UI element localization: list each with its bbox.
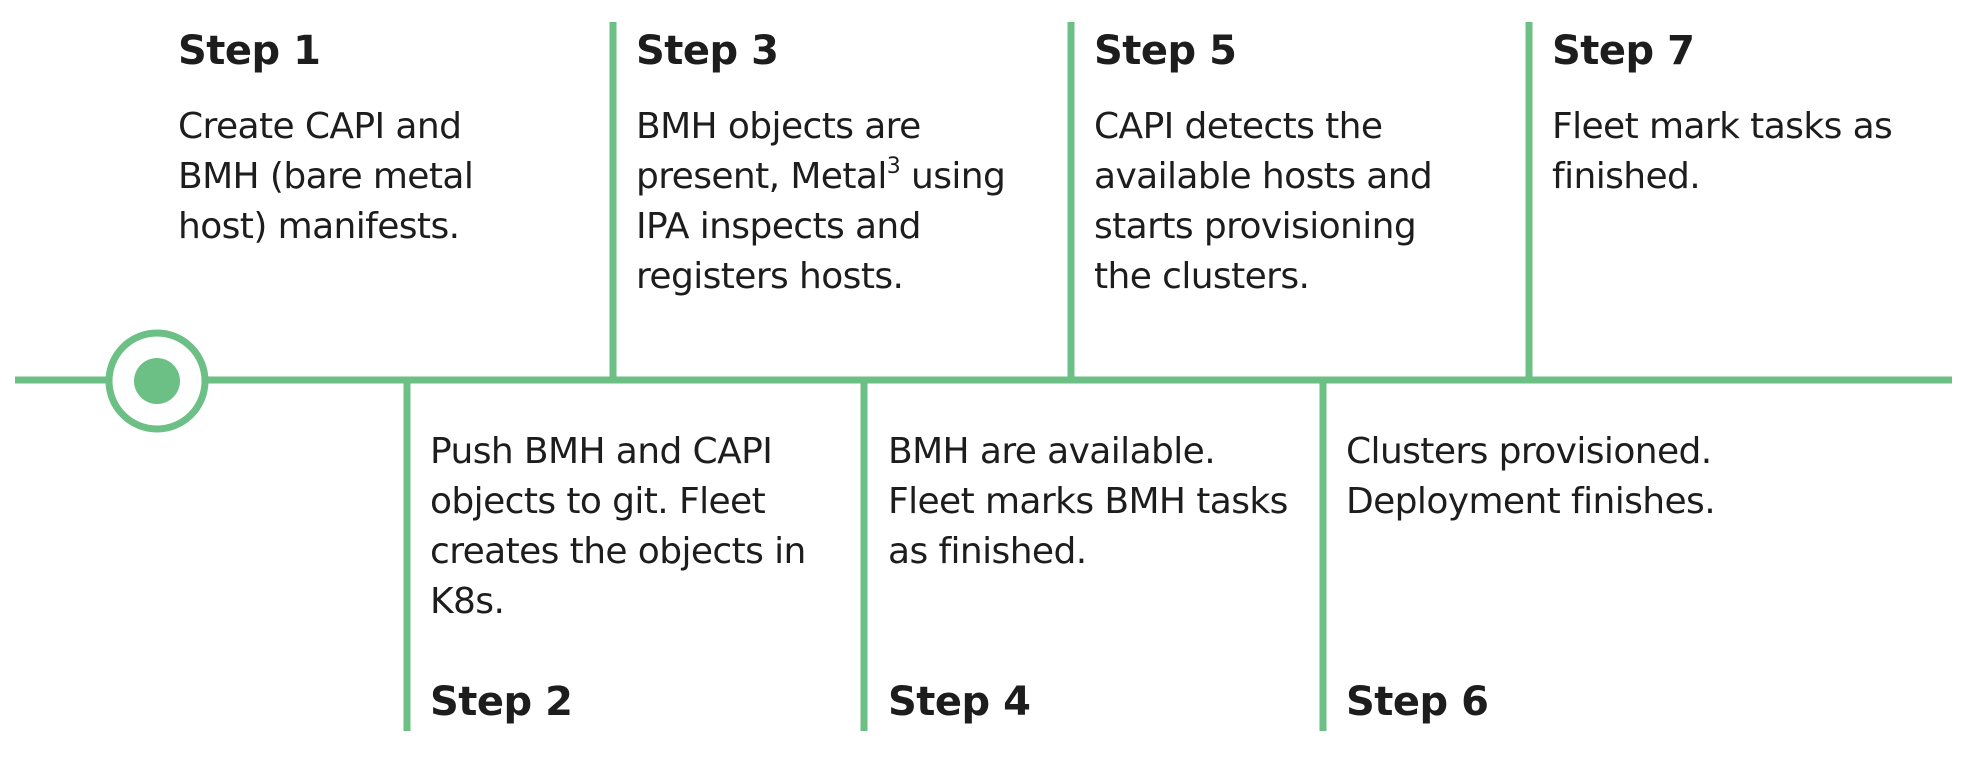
step-6-description: Clusters provisioned. Deployment finishe… (1346, 431, 1716, 522)
step-2: Push BMH and CAPI objects to git. Fleet … (430, 427, 820, 737)
step-3-description: BMH objects are present, Metal3 using IP… (636, 102, 1036, 302)
step-3-description-text-rest: using IPA inspects and registers hosts. (636, 156, 1006, 297)
step-2-description: Push BMH and CAPI objects to git. Fleet … (430, 431, 806, 622)
step-3-title: Step 3 (636, 28, 779, 74)
step-3-description-text: BMH objects are present, Metal (636, 106, 921, 197)
step-7: Step 7 Fleet mark tasks as finished. (1552, 26, 1942, 202)
step-4: BMH are available. Fleet marks BMH tasks… (888, 427, 1288, 737)
step-7-title: Step 7 (1552, 28, 1695, 74)
step-5-title: Step 5 (1094, 28, 1237, 74)
step-3: Step 3 BMH objects are present, Metal3 u… (636, 26, 1026, 302)
step-4-title: Step 4 (888, 679, 1031, 725)
step-1-title: Step 1 (178, 28, 321, 74)
step-6: Clusters provisioned. Deployment finishe… (1346, 427, 1736, 737)
step-2-title: Step 2 (430, 679, 573, 725)
step-4-description: BMH are available. Fleet marks BMH tasks… (888, 431, 1288, 572)
step-5-description: CAPI detects the available hosts and sta… (1094, 106, 1433, 297)
step-3-superscript: 3 (886, 154, 901, 179)
step-1-description: Create CAPI and BMH (bare metal host) ma… (178, 106, 474, 247)
step-5: Step 5 CAPI detects the available hosts … (1094, 26, 1484, 302)
step-6-title: Step 6 (1346, 679, 1489, 725)
start-marker-dot (134, 358, 180, 404)
step-1: Step 1 Create CAPI and BMH (bare metal h… (178, 26, 568, 252)
step-7-description: Fleet mark tasks as finished. (1552, 106, 1893, 197)
